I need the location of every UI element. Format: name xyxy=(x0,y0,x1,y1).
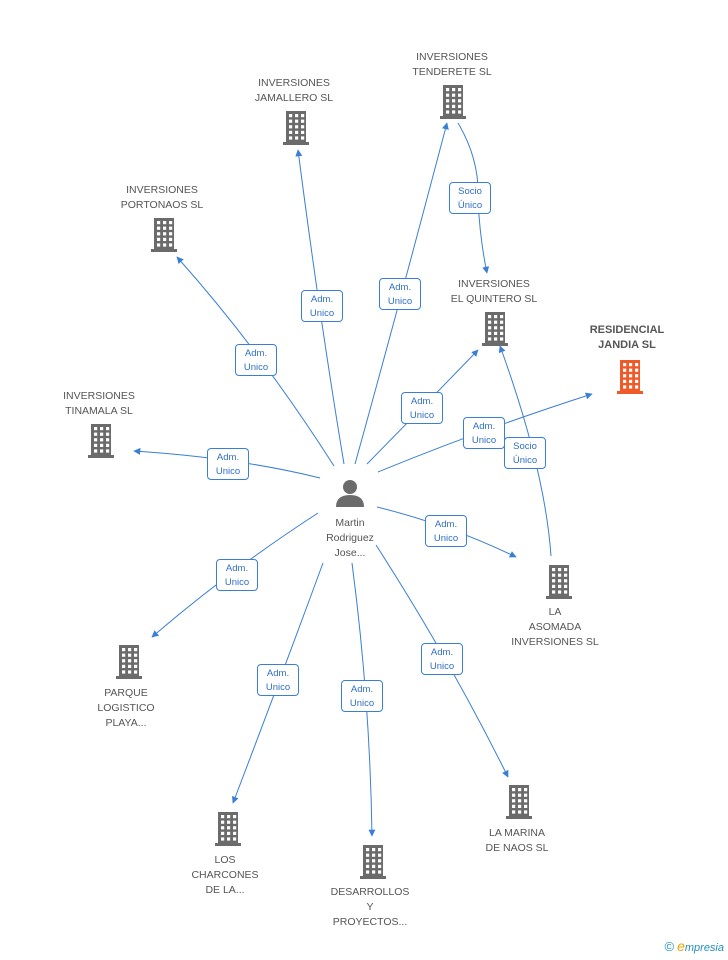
edge-label-center-desarrollos-line: Unico xyxy=(349,698,375,709)
company-label-tenderete-line: TENDERETE SL xyxy=(412,66,492,78)
company-label-desarrollos-line: PROYECTOS... xyxy=(332,916,408,928)
edge-label-center-jamallero-line: Adm. xyxy=(310,294,334,305)
edge-label-tenderete-quintero-line: Socio xyxy=(458,186,482,197)
edge-label-center-tenderete-line: Adm. xyxy=(388,282,412,293)
company-label-tinamala[interactable]: INVERSIONES TINAMALA SL xyxy=(63,389,135,419)
company-label-residencial[interactable]: RESIDENCIAL JANDIA SL xyxy=(590,323,665,353)
company-label-residencial-line: JANDIA SL xyxy=(598,339,656,351)
edge-label-center-parque-line: Adm. xyxy=(225,563,249,574)
edge-label-center-asomada-line: Unico xyxy=(433,533,459,544)
company-label-parque-line: PLAYA... xyxy=(105,717,147,729)
building-icon-charcones[interactable] xyxy=(215,812,241,846)
edge-label-center-tinamala: Adm. Unico xyxy=(207,448,249,480)
company-label-jamallero[interactable]: INVERSIONES JAMALLERO SL xyxy=(255,76,333,106)
edge-label-center-asomada: Adm. Unico xyxy=(425,515,467,547)
edge-label-center-quintero-line: Adm. xyxy=(410,396,434,407)
company-label-tenderete-line: INVERSIONES xyxy=(416,51,488,63)
company-label-tinamala-line: TINAMALA SL xyxy=(65,405,133,417)
company-label-parque-line: PARQUE xyxy=(104,687,148,699)
company-label-desarrollos-line: Y xyxy=(366,901,374,913)
empresia-logo-e: e xyxy=(677,938,685,954)
building-icon-portonaos[interactable] xyxy=(151,218,177,252)
company-label-charcones-line: DE LA... xyxy=(205,884,245,896)
company-label-quintero-line: INVERSIONES xyxy=(458,278,530,290)
company-label-charcones-line: CHARCONES xyxy=(191,869,259,881)
building-icon-tenderete[interactable] xyxy=(440,85,466,119)
edge-label-center-charcones-line: Adm. xyxy=(266,668,290,679)
person-label-line: Jose... xyxy=(334,547,366,559)
building-icon-asomada[interactable] xyxy=(546,565,572,599)
building-icon-tinamala[interactable] xyxy=(88,424,114,458)
edge-label-center-charcones: Adm. Unico xyxy=(257,664,299,696)
empresia-logo-text: mpresia xyxy=(684,942,724,954)
building-icon-marina[interactable] xyxy=(506,785,532,819)
company-label-tenderete[interactable]: INVERSIONES TENDERETE SL xyxy=(412,50,491,80)
icons-layer xyxy=(88,85,643,879)
company-label-marina-line: DE NAOS SL xyxy=(485,842,549,854)
edge-label-center-marina-line: Unico xyxy=(429,661,455,672)
edge-label-center-quintero: Adm. Unico xyxy=(401,392,443,424)
company-label-marina-line: LA MARINA xyxy=(488,827,546,839)
edge-label-asomada-quintero-line: Único xyxy=(512,455,538,466)
company-label-jamallero-line: JAMALLERO SL xyxy=(254,92,334,104)
edge-label-asomada-quintero-line: Socio xyxy=(513,441,537,452)
building-icon-jamallero[interactable] xyxy=(283,111,309,145)
person-icon[interactable] xyxy=(336,480,364,507)
edge-label-center-parque: Adm. Unico xyxy=(216,559,258,591)
company-label-portonaos-line: INVERSIONES xyxy=(126,184,198,196)
company-label-parque[interactable]: PARQUE LOGISTICO PLAYA... xyxy=(97,686,154,731)
edge-label-center-residencial-line: Unico xyxy=(471,435,497,446)
company-label-desarrollos-line: DESARROLLOS xyxy=(330,886,410,898)
edge-label-center-residencial-line: Adm. xyxy=(472,421,496,432)
company-label-charcones[interactable]: LOS CHARCONES DE LA... xyxy=(191,853,258,898)
edge-label-center-marina: Adm. Unico xyxy=(421,643,463,675)
edge-label-center-tinamala-line: Adm. xyxy=(216,452,240,463)
edge-label-center-portonaos-line: Adm. xyxy=(244,348,268,359)
edge-label-tenderete-quintero-line: Único xyxy=(457,200,483,211)
building-icon-parque[interactable] xyxy=(116,645,142,679)
edge-label-center-tinamala-line: Unico xyxy=(215,466,241,477)
edge-label-center-desarrollos: Adm. Unico xyxy=(341,680,383,712)
company-label-asomada-line: INVERSIONES SL xyxy=(511,636,599,648)
person-label-line: Rodriguez xyxy=(326,532,374,544)
edges-layer xyxy=(133,122,593,837)
edge-label-center-jamallero: Adm. Unico xyxy=(301,290,343,322)
company-label-portonaos[interactable]: INVERSIONES PORTONAOS SL xyxy=(121,183,203,213)
company-label-tinamala-line: INVERSIONES xyxy=(63,390,135,402)
company-label-marina[interactable]: LA MARINA DE NAOS SL xyxy=(485,826,548,856)
edge-label-center-tenderete: Adm. Unico xyxy=(379,278,421,310)
edge-label-center-portonaos: Adm. Unico xyxy=(235,344,277,376)
company-label-asomada-line: ASOMADA xyxy=(528,621,582,633)
edge-label-center-asomada-line: Adm. xyxy=(434,519,458,530)
company-label-portonaos-line: PORTONAOS SL xyxy=(120,199,204,211)
company-label-parque-line: LOGISTICO xyxy=(97,702,155,714)
company-label-jamallero-line: INVERSIONES xyxy=(258,77,330,89)
edge-label-center-marina-line: Adm. xyxy=(430,647,454,658)
edge-label-center-desarrollos-line: Adm. xyxy=(350,684,374,695)
company-label-quintero[interactable]: INVERSIONES EL QUINTERO SL xyxy=(451,277,538,307)
edge-label-center-jamallero-line: Unico xyxy=(309,308,335,319)
empresia-footer[interactable]: ©empresia xyxy=(664,938,724,954)
company-label-desarrollos[interactable]: DESARROLLOS Y PROYECTOS... xyxy=(331,885,410,930)
copyright-icon: © xyxy=(664,939,675,954)
edge-label-center-parque-line: Unico xyxy=(224,577,250,588)
edge-label-center-residencial: Adm. Unico xyxy=(463,417,505,449)
edge-label-center-quintero-line: Unico xyxy=(409,410,435,421)
person-label-line: Martin xyxy=(335,517,365,529)
building-icon-desarrollos[interactable] xyxy=(360,845,386,879)
edge-label-center-tenderete-line: Unico xyxy=(387,296,413,307)
company-label-asomada-line: LA xyxy=(548,606,562,618)
company-label-charcones-line: LOS xyxy=(214,854,236,866)
building-icon-quintero[interactable] xyxy=(482,312,508,346)
building-icon-residencial[interactable] xyxy=(617,360,643,394)
edge-label-center-charcones-line: Unico xyxy=(265,682,291,693)
company-label-asomada[interactable]: LA ASOMADA INVERSIONES SL xyxy=(511,605,599,650)
company-label-quintero-line: EL QUINTERO SL xyxy=(450,293,538,305)
company-label-residencial-line: RESIDENCIAL xyxy=(589,324,665,336)
edge-label-center-portonaos-line: Unico xyxy=(243,362,269,373)
